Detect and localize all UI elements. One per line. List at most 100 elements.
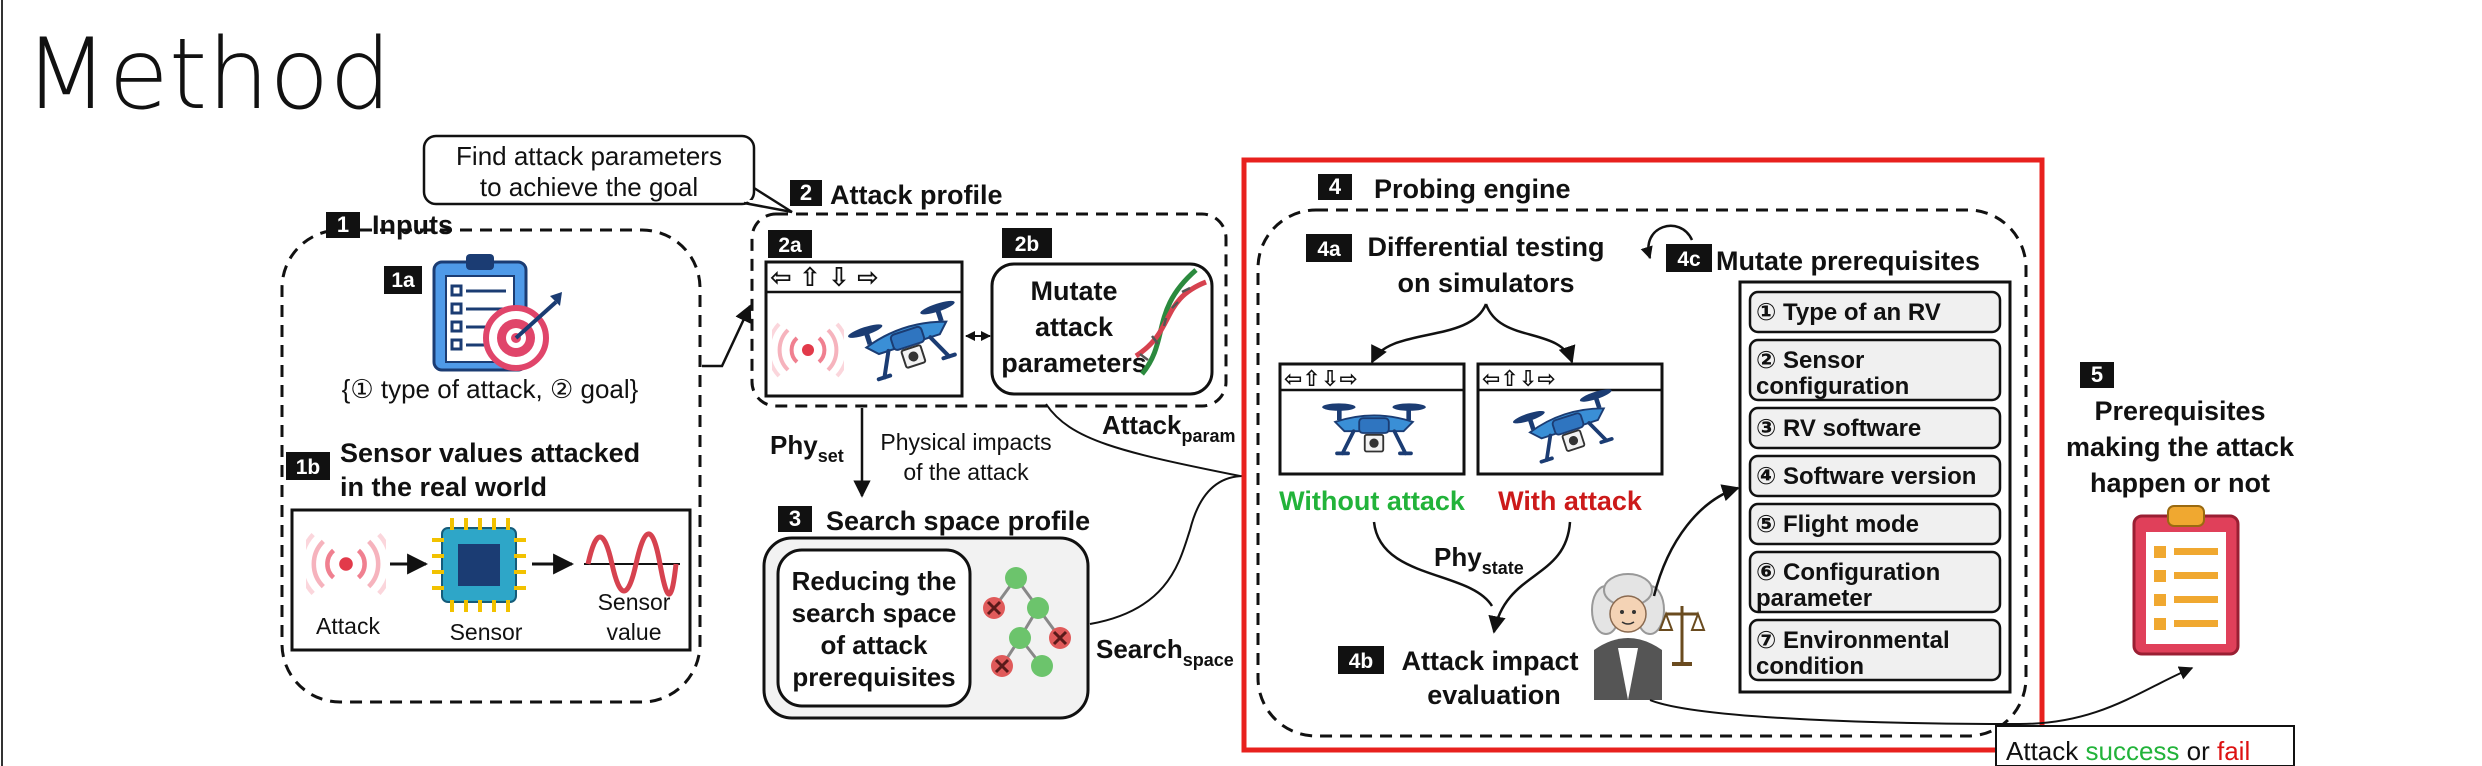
search-tree-icon [983, 567, 1071, 677]
inputs-title: Inputs [372, 210, 453, 240]
badge-4a-label: 4a [1317, 238, 1341, 261]
flow-sensor-label: Sensor [450, 619, 523, 645]
output-badge [2080, 362, 2114, 388]
converge-arrow-right [1488, 521, 1572, 634]
search-space-line1: Reducing the [792, 566, 957, 596]
physical-impacts-line1: Physical impacts [880, 429, 1051, 455]
badge-2a [768, 230, 812, 258]
converge-arrow-left [1372, 521, 1494, 607]
mutate-line2: attack [1035, 312, 1114, 342]
flow-value-label-line1: Sensor [598, 589, 671, 615]
search-space-inner-box [776, 548, 972, 708]
badge-4c-label: 4c [1677, 248, 1701, 271]
callout-line1: Find attack parameters [456, 141, 722, 171]
feedback-arrow [1652, 484, 1740, 597]
attack-param-label: Attackparam [1102, 410, 1236, 446]
prerequisite-item [1748, 290, 2002, 334]
badge-4a [1306, 234, 1352, 262]
attack-impact-line2: evaluation [1427, 680, 1561, 710]
probing-engine-box [1256, 208, 2028, 738]
badge-1b [286, 452, 330, 480]
prerequisite-item [1748, 338, 2002, 402]
chip-icon [432, 518, 526, 612]
prerequisite-item [1748, 502, 2002, 546]
differential-testing-line1: Differential testing [1367, 232, 1604, 262]
dna-icon [1134, 268, 1207, 376]
search-space-link-label: Searchspace [1096, 634, 1234, 670]
callout-bubble [422, 134, 793, 214]
mutate-loop-arrow [1640, 224, 1694, 260]
attack-profile-badge-label: 2 [800, 180, 812, 205]
inputs-box [280, 228, 702, 704]
sensor-title-line1: Sensor values attacked [340, 438, 640, 468]
split-arrow-left [1370, 303, 1488, 364]
search-space-line3: of attack [821, 630, 928, 660]
slide-title: Method [24, 18, 392, 132]
attack-profile-badge [790, 180, 822, 206]
probing-badge-label: 4 [1329, 174, 1342, 199]
badge-4b-label: 4b [1349, 650, 1374, 673]
without-attack-label: Without attack [1279, 486, 1466, 516]
probing-highlight-frame [1241, 157, 2045, 753]
search-space-curve [1089, 475, 1245, 625]
search-space-badge [778, 506, 812, 532]
sensor-title-line2: in the real world [340, 472, 547, 502]
prerequisite-item [1748, 618, 2002, 682]
output-line1: Prerequisites [2094, 396, 2265, 426]
prerequisite-item-label: ④ Software version [1756, 463, 1976, 490]
prerequisite-item-label: ② Sensor [1756, 347, 1864, 374]
inputs-to-attack-arrow [702, 304, 752, 368]
sensor-wave-icon [584, 531, 680, 597]
inputs-list-text: {① type of attack, ② goal} [342, 374, 639, 404]
judge-icon [1591, 573, 1665, 700]
prerequisite-item [1748, 406, 2002, 450]
badge-1b-label: 1b [296, 456, 321, 479]
prerequisite-item-label: ① Type of an RV [1756, 299, 1941, 326]
mutate-attack-box [990, 262, 1214, 396]
probing-badge [1318, 174, 1352, 200]
split-arrow-right [1484, 303, 1576, 364]
probing-title: Probing engine [1374, 174, 1571, 204]
prerequisite-item-label: ⑤ Flight mode [1756, 511, 1919, 538]
phy-set-label: Physet [770, 430, 844, 466]
prerequisite-item [1748, 454, 2002, 498]
search-space-title: Search space profile [826, 506, 1090, 536]
prerequisite-item-label: condition [1756, 653, 1864, 680]
badge-4c [1666, 244, 1712, 272]
output-badge-label: 5 [2091, 362, 2103, 387]
output-line2: making the attack [2066, 432, 2295, 462]
inputs-badge [326, 212, 360, 238]
mutate-line3: parameters [1001, 348, 1147, 378]
attack-param-curve [1045, 403, 1241, 477]
phy-state-label: Phystate [1434, 542, 1524, 578]
result-label-box [1995, 725, 2295, 766]
result-arrow [1649, 666, 2194, 726]
badge-1a-label: 1a [391, 269, 415, 292]
prerequisite-item-label: ⑥ Configuration [1756, 559, 1940, 586]
flow-attack-label: Attack [316, 613, 380, 639]
badge-2b [1002, 228, 1052, 258]
prerequisite-item-label: ③ RV software [1756, 415, 1921, 442]
mutate-line1: Mutate [1031, 276, 1118, 306]
output-line3: happen or not [2090, 468, 2270, 498]
inputs-badge-label: 1 [337, 212, 349, 237]
prerequisite-item-label: parameter [1756, 585, 1872, 612]
direction-arrows: ⇦ ⇧ ⇩ ⇨ [770, 262, 879, 292]
badge-1a [384, 266, 422, 294]
prerequisite-item-label: configuration [1756, 373, 1909, 400]
flow-value-label-line2: value [607, 619, 662, 645]
with-attack-label: With attack [1498, 486, 1643, 516]
differential-testing-line2: on simulators [1397, 268, 1574, 298]
badge-2b-label: 2b [1015, 233, 1040, 256]
prerequisite-item-label: ⑦ Environmental [1756, 627, 1950, 654]
sim-with-arrows: ⇦⇧⇩⇨ [1482, 366, 1556, 391]
result-label: Attack success or fail [2006, 736, 2250, 766]
sim-without-arrows: ⇦⇧⇩⇨ [1284, 366, 1358, 391]
clipboard-target-icon [432, 254, 562, 372]
search-space-badge-label: 3 [789, 506, 801, 531]
physical-impacts-line2: of the attack [903, 459, 1029, 485]
callout-line2: to achieve the goal [480, 172, 698, 202]
search-space-line2: search space [792, 598, 957, 628]
